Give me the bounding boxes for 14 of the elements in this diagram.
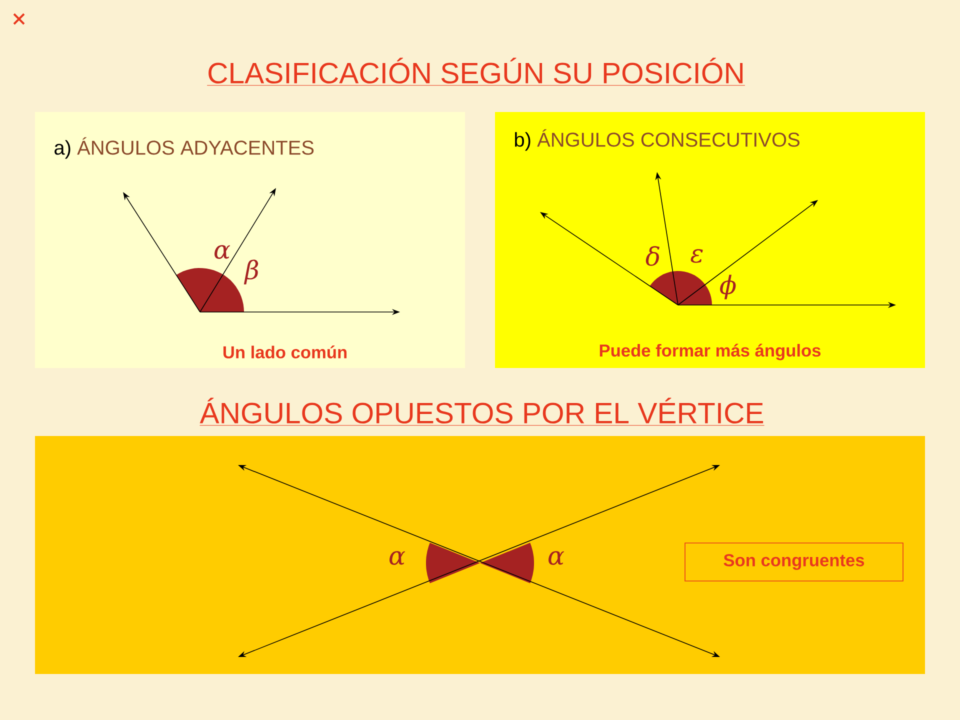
text-box: Son congruentes: [684, 542, 904, 582]
angle-label: ϕ: [720, 274, 736, 300]
angle-label: α: [548, 551, 564, 565]
panel-heading: a) ÁNGULOS ADYACENTES: [54, 137, 314, 159]
title: CLASIFICACIÓN SEGÚN SU POSICIÓN: [206, 58, 746, 86]
angle-label: δ: [646, 246, 660, 266]
panel-heading: b) ÁNGULOS CONSECUTIVOS: [515, 129, 800, 151]
panel-text: Puede formar más ángulos: [600, 344, 821, 360]
angle-label: α: [214, 245, 230, 259]
angle-label: β: [244, 260, 258, 284]
angle-label: α: [390, 551, 406, 565]
panel-text: Un lado común: [223, 346, 347, 358]
angle-label: ε: [690, 249, 703, 263]
section-heading: ÁNGULOS OPUESTOS POR EL VÉRTICE: [199, 398, 765, 426]
